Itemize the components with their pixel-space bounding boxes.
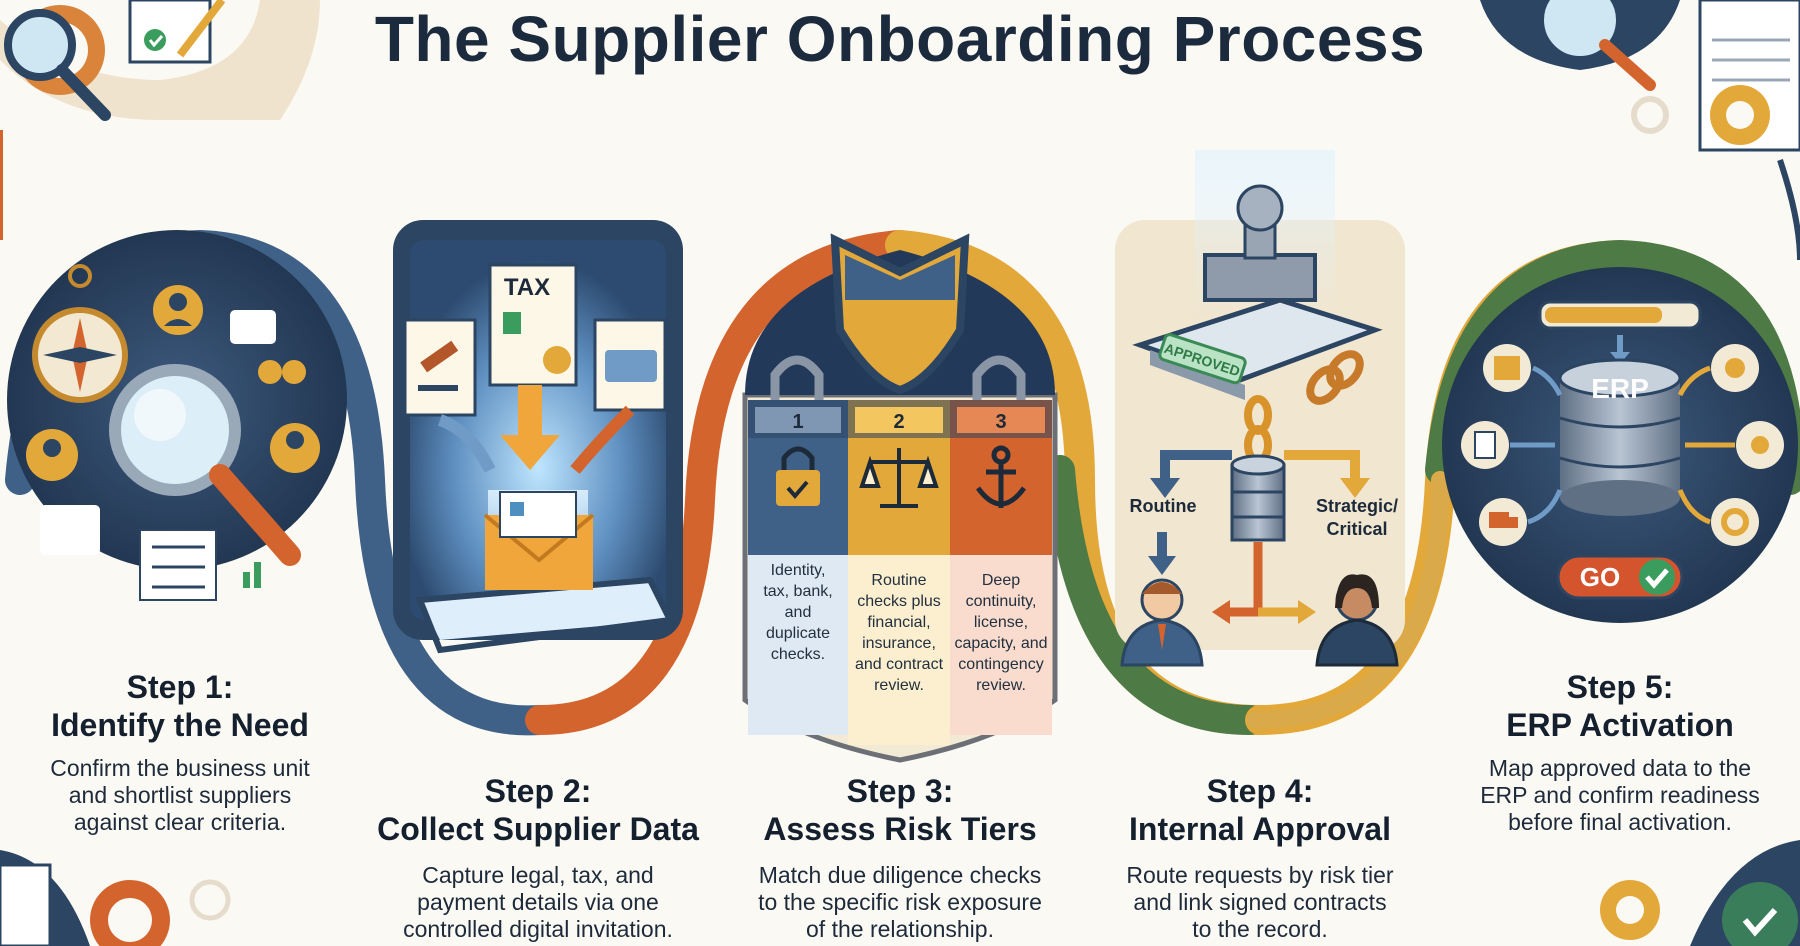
step-2-illustration: TAX [393,220,683,654]
step-2-name: Collect Supplier Data [377,811,699,847]
step-4-heading: Step 4: [1206,773,1314,809]
step-5-illustration: ERP GO [1442,267,1798,623]
profile-card-icon [40,505,100,555]
lock-icon [776,470,820,506]
route-strategic-label: Strategic/ [1316,496,1398,516]
corner-decoration-top-right [1480,0,1800,261]
route-routine-label: Routine [1130,496,1197,516]
go-label: GO [1580,562,1620,592]
step-4-illustration: APPROVED [1115,150,1405,667]
database-icon [1230,463,1286,542]
step-5-name: ERP Activation [1506,707,1734,743]
step-3-name: Assess Risk Tiers [763,811,1037,847]
step-4-description: Route requests by risk tier and link sig… [1126,862,1394,942]
step-1-title: Step 1: Identify the Need [20,668,340,744]
erp-label: ERP [1591,373,1649,404]
checklist-icon [139,529,217,601]
step-3-heading: Step 3: [846,773,954,809]
progress-bar-fill [1545,307,1662,323]
tax-label: TAX [504,274,550,301]
chat-icon [230,310,276,344]
step-1-description: Confirm the business unit and shortlist … [50,755,310,835]
step-3-description: Match due diligence checks to the specif… [758,862,1042,942]
step-5-heading: Step 5: [1566,669,1674,705]
tier-2-description: Routine checks plus financial, insurance… [854,572,944,694]
step-4-name: Internal Approval [1129,811,1391,847]
step-5-description: Map approved data to the ERP and confirm… [1480,755,1760,835]
corner-decoration-bottom-right [1600,840,1800,946]
step-4-title: Step 4: Internal Approval [1090,772,1430,848]
scales-icon [859,448,939,508]
legal-document-icon [403,318,477,417]
page-title: The Supplier Onboarding Process [374,3,1426,75]
step-2-title: Step 2: Collect Supplier Data [360,772,716,848]
tier-3-description: Deep continuity, license, capacity, and … [954,572,1048,694]
corner-decoration-top-left [0,0,320,240]
tier-3-number: 3 [995,411,1006,433]
step-2-description: Capture legal, tax, and payment details … [403,862,673,942]
stamp-icon [1203,184,1317,302]
corner-decoration-bottom-left [0,850,231,946]
step-3-illustration: 1 2 3 [742,233,1058,763]
route-critical-label: Critical [1326,519,1387,539]
checkmark-icon [1639,559,1675,595]
step-2-heading: Step 2: [484,773,592,809]
step-5-title: Step 5: ERP Activation [1460,668,1780,744]
step-3-title: Step 3: Assess Risk Tiers [730,772,1070,848]
step-1-name: Identify the Need [51,707,309,743]
erp-server-icon: ERP [1558,358,1682,516]
tier-1-number: 1 [792,411,803,433]
tier-1-description: Identity, tax, bank, and duplicate check… [763,562,833,663]
anchor-icon [975,445,1027,508]
step-1-illustration [7,230,347,601]
person-routine-icon [1120,578,1204,667]
tier-2-number: 2 [893,411,904,433]
person-strategic-icon [1315,574,1399,667]
step-1-heading: Step 1: [126,669,234,705]
gear-icon [1711,498,1759,546]
chain-link-icon [1306,350,1364,405]
